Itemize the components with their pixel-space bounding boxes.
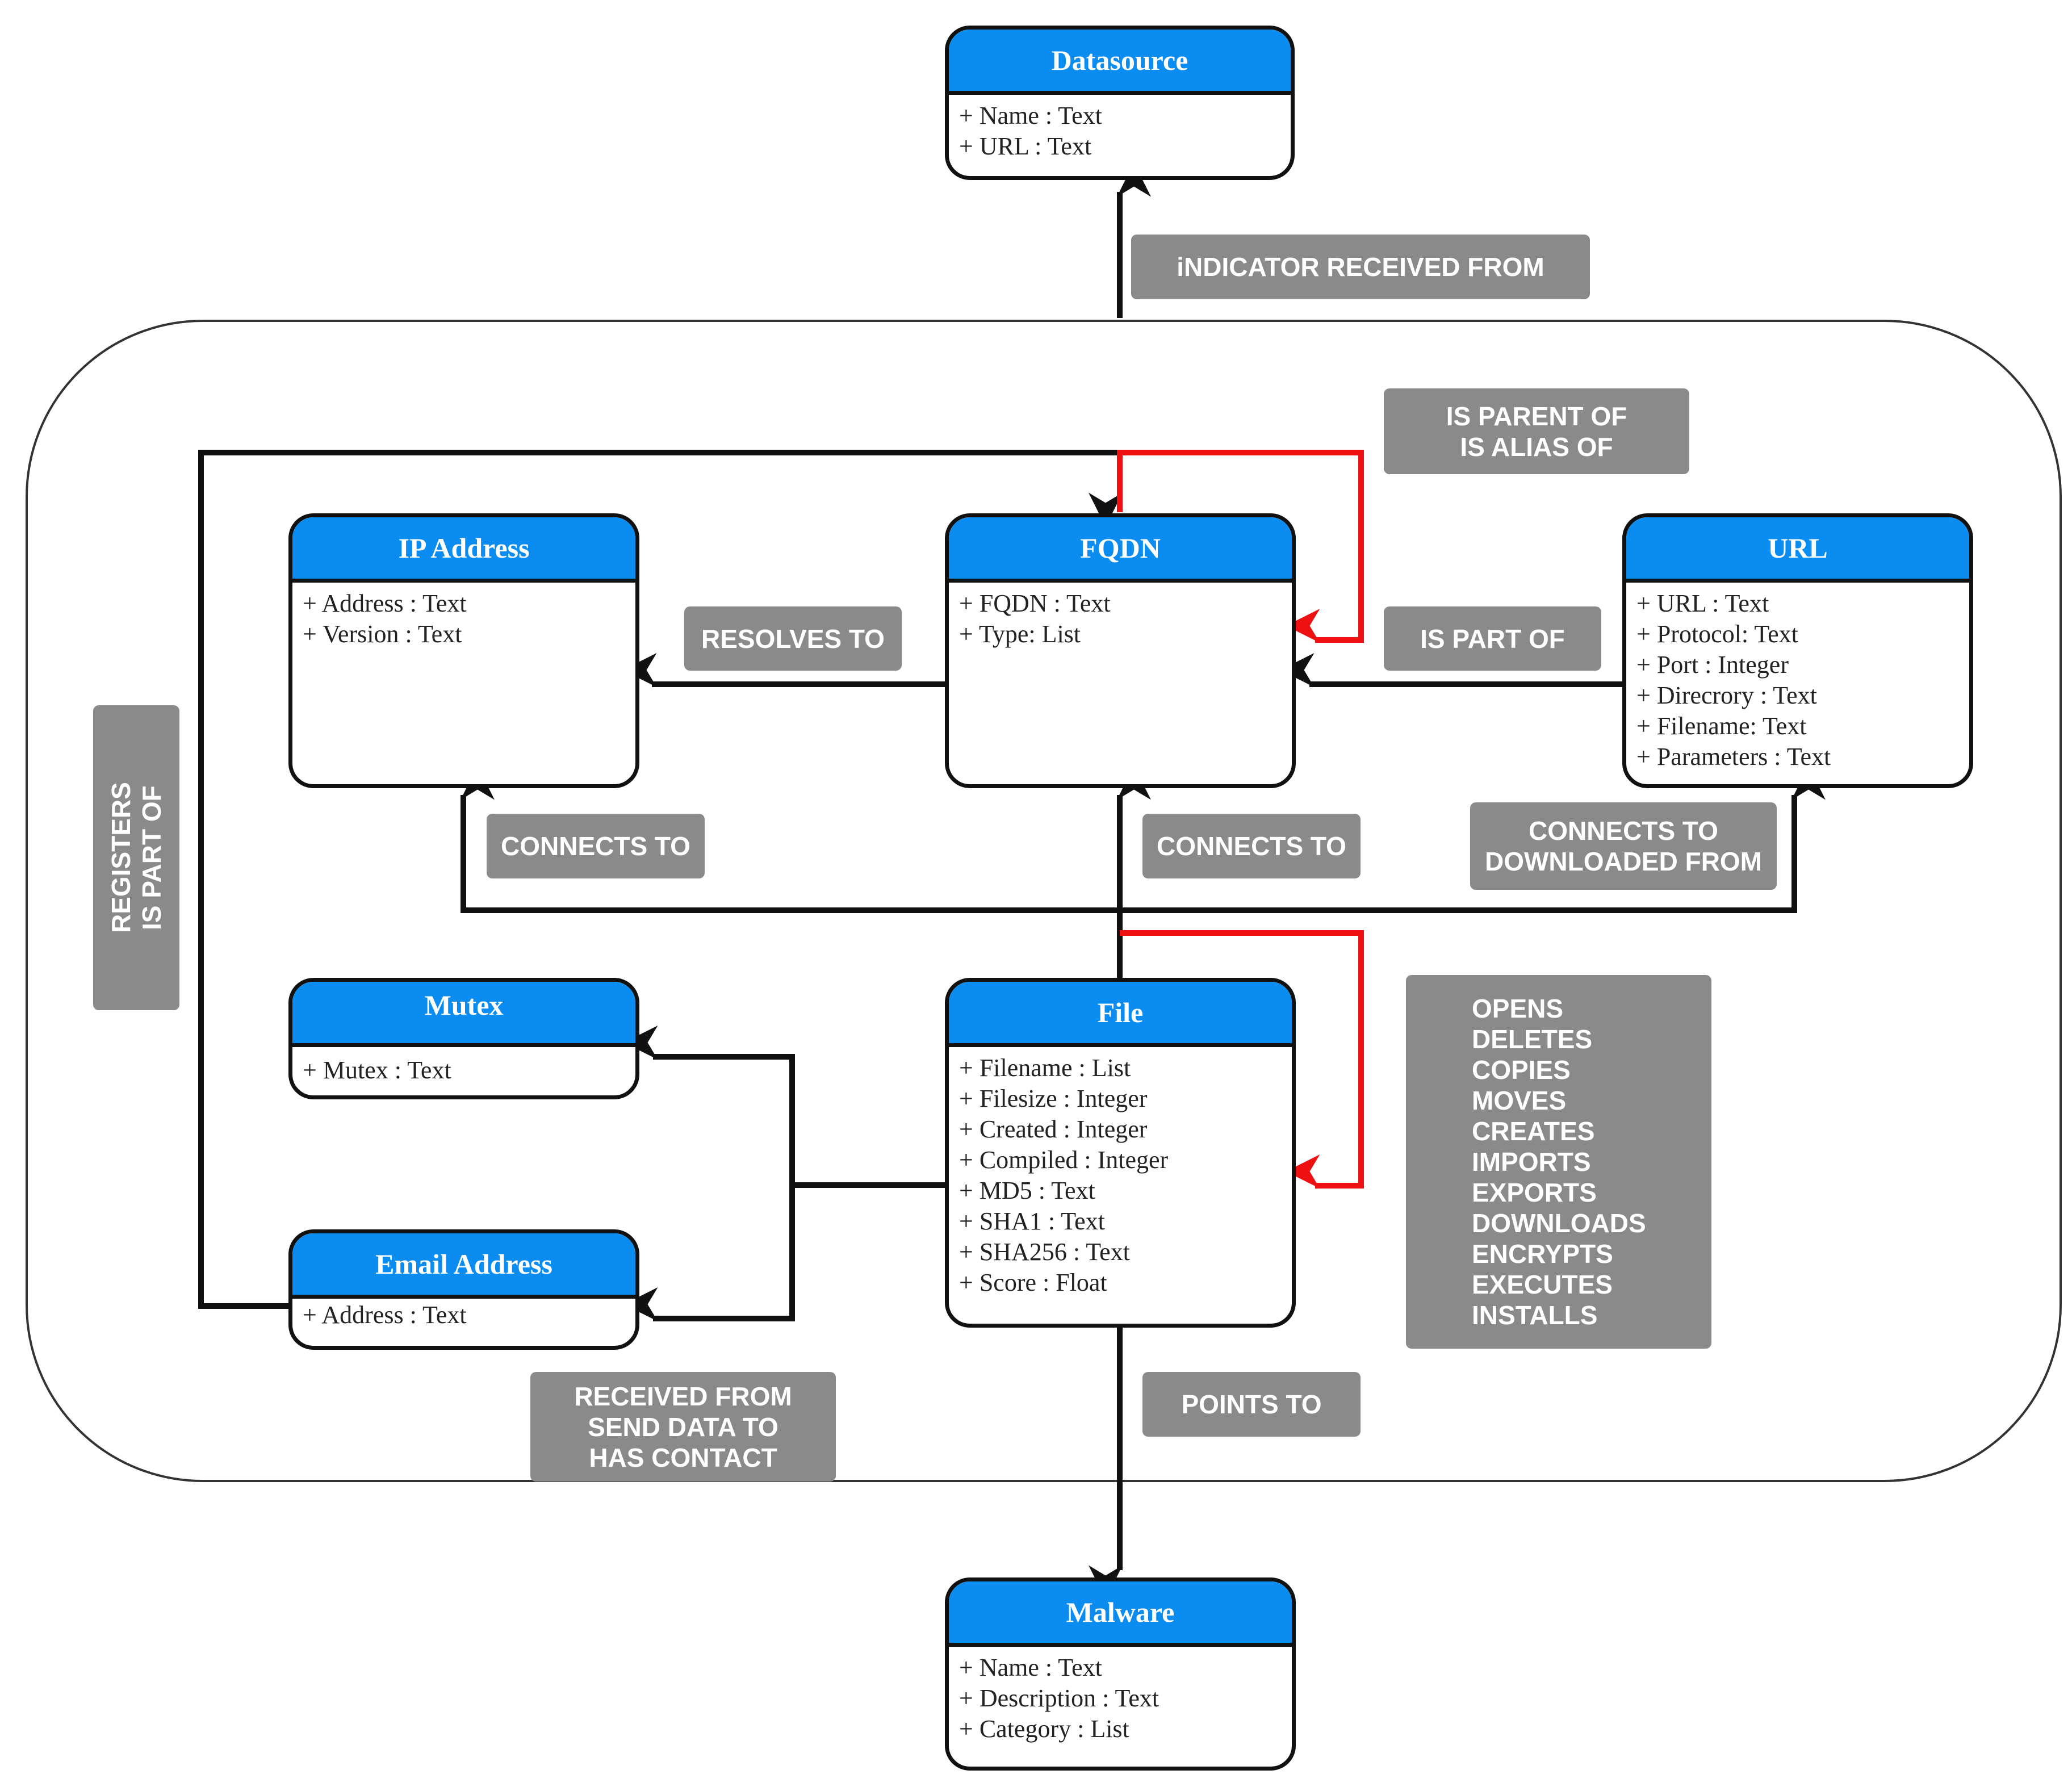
entity-attributes: + FQDN : Text + Type: List <box>949 583 1292 650</box>
entity-attribute: + Filename : List <box>959 1054 1131 1082</box>
entity-attribute: + URL : Text <box>1636 589 1769 617</box>
relation-text: EXECUTES <box>1472 1270 1613 1299</box>
entity-file: File + Filename : List + Filesize : Integ… <box>945 978 1296 1328</box>
relation-text: POINTS TO <box>1181 1390 1322 1419</box>
relation-text: MOVES <box>1472 1086 1567 1115</box>
label-points-to: POINTS TO <box>1142 1372 1361 1437</box>
entity-attribute: + Score : Float <box>959 1269 1107 1296</box>
entity-attribute: + Filename: Text <box>1636 712 1807 740</box>
relation-text: CONNECTS TO <box>1157 831 1346 861</box>
entity-title: Email Address <box>292 1233 635 1299</box>
entity-attributes: + Address : Text <box>292 1299 635 1330</box>
entity-attributes: + Name : Text + Description : Text + Categ… <box>949 1647 1292 1744</box>
entity-attribute: + URL : Text <box>959 132 1092 160</box>
relation-text: OPENS <box>1472 994 1564 1023</box>
relation-text: IMPORTS <box>1472 1147 1591 1177</box>
entity-title: FQDN <box>949 517 1292 583</box>
relation-text: IS PART OF <box>137 785 166 930</box>
entity-attribute: + Compiled : Integer <box>959 1146 1169 1174</box>
entity-attributes: + URL : Text + Protocol: Text + Port : Int… <box>1626 583 1969 772</box>
entity-attribute: + Description : Text <box>959 1684 1160 1712</box>
relation-text: IS ALIAS OF <box>1460 432 1613 462</box>
entity-title: URL <box>1626 517 1969 583</box>
entity-fqdn: FQDN + FQDN : Text + Type: List <box>945 513 1296 788</box>
entity-attribute: + MD5 : Text <box>959 1177 1095 1204</box>
entity-title: Datasource <box>949 30 1291 95</box>
edge-is-parent-of <box>1117 450 1364 643</box>
entity-attribute: + Type: List <box>959 620 1081 648</box>
entity-attribute: + Name : Text <box>959 102 1102 129</box>
label-connects-to-ip: CONNECTS TO <box>487 814 705 878</box>
relation-text: IS PARENT OF <box>1446 401 1627 431</box>
edge-received-from <box>623 1185 795 1321</box>
entity-attribute: + Address : Text <box>303 589 467 617</box>
entity-attribute: + Filesize : Integer <box>959 1085 1148 1112</box>
entity-malware: Malware + Name : Text + Description : Tex… <box>945 1577 1296 1771</box>
label-connects-to-fqdn: CONNECTS TO <box>1142 814 1361 878</box>
entity-attribute: + Category : List <box>959 1715 1129 1743</box>
entity-url: URL + URL : Text + Protocol: Text + Port :… <box>1622 513 1973 788</box>
relation-text: INSTALLS <box>1472 1300 1598 1330</box>
edge-connects-to-ip <box>461 765 1120 913</box>
entity-attribute: + Protocol: Text <box>1636 620 1798 648</box>
relation-text: DELETES <box>1472 1024 1593 1054</box>
relation-text: EXPORTS <box>1472 1178 1597 1207</box>
entity-datasource: Datasource + Name : Text + URL : Text <box>945 26 1295 180</box>
relation-text: iNDICATOR RECEIVED FROM <box>1177 252 1544 282</box>
entity-ip-address: IP Address + Address : Text + Version : T… <box>288 513 639 788</box>
entity-title: Mutex <box>292 982 635 1047</box>
relation-text: DOWNLOADS <box>1472 1208 1646 1238</box>
entity-attribute: + SHA1 : Text <box>959 1207 1105 1235</box>
entity-attributes: + Mutex : Text <box>292 1047 635 1086</box>
relation-text: CONNECTS TO <box>1529 816 1718 846</box>
relation-text: COPIES <box>1472 1055 1571 1085</box>
entity-attribute: + SHA256 : Text <box>959 1238 1130 1266</box>
entity-attribute: + Name : Text <box>959 1654 1102 1681</box>
entity-attribute: + Direcrory : Text <box>1636 681 1817 709</box>
relation-text: REGISTERS <box>106 782 136 934</box>
container-boundary <box>26 320 2062 1482</box>
relation-text: CONNECTS TO <box>501 831 690 861</box>
entity-title: Malware <box>949 1581 1292 1647</box>
relation-text: CREATES <box>1472 1116 1595 1146</box>
entity-attribute: + FQDN : Text <box>959 589 1111 617</box>
entity-attributes: + Filename : List + Filesize : Integer + C… <box>949 1047 1292 1298</box>
entity-attribute: + Port : Integer <box>1636 651 1789 679</box>
relation-text: RECEIVED FROM <box>574 1381 792 1411</box>
entity-attribute: + Parameters : Text <box>1636 743 1831 771</box>
entity-attributes: + Name : Text + URL : Text <box>949 95 1291 162</box>
entity-attribute: + Created : Integer <box>959 1115 1148 1143</box>
relation-text: DOWNLOADED FROM <box>1484 847 1763 876</box>
entity-mutex: Mutex + Mutex : Text <box>288 978 639 1099</box>
entity-attribute: + Address : Text <box>303 1301 467 1329</box>
relation-text: ENCRYPTS <box>1472 1239 1613 1269</box>
edge-file-to-mutex <box>623 1026 945 1188</box>
label-indicator-received-from: iNDICATOR RECEIVED FROM <box>1131 235 1590 299</box>
edge-connects-to-url <box>1120 765 1826 913</box>
entity-title: IP Address <box>292 517 635 583</box>
edge-file-actions <box>1120 930 1364 1189</box>
entity-attributes: + Address : Text + Version : Text <box>292 583 635 650</box>
entity-attribute: + Mutex : Text <box>303 1056 451 1084</box>
label-resolves-to: RESOLVES TO <box>684 606 902 671</box>
label-is-part-of: IS PART OF <box>1384 606 1601 671</box>
entity-title: File <box>949 982 1292 1047</box>
relation-text: HAS CONTACT <box>589 1442 777 1472</box>
entity-attribute: + Version : Text <box>303 620 462 648</box>
relation-text: SEND DATA TO <box>588 1412 778 1442</box>
entity-email-address: Email Address + Address : Text <box>288 1229 639 1350</box>
relation-text: RESOLVES TO <box>701 623 885 654</box>
relation-text: IS PART OF <box>1420 623 1565 654</box>
